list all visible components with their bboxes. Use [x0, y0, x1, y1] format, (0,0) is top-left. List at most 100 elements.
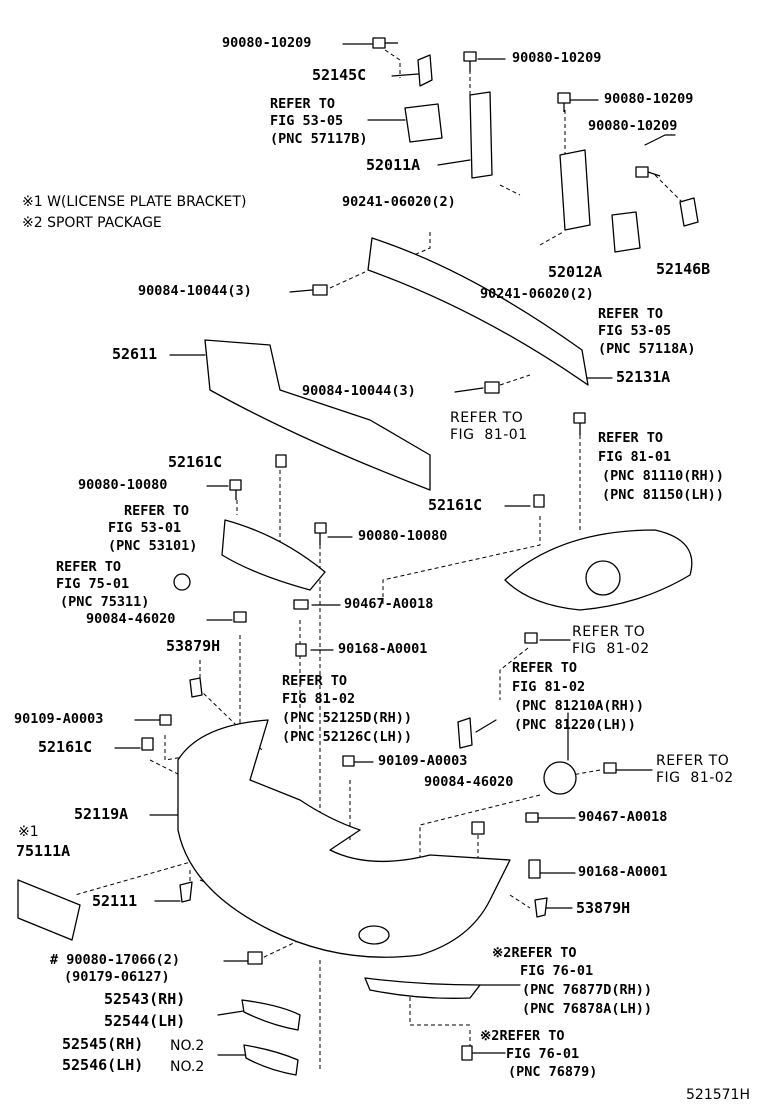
dashed-line: [509, 894, 531, 909]
part-number: 90084-10044(3): [302, 383, 416, 399]
grille: [221, 519, 326, 591]
refer-text: FIG 76-01: [506, 1046, 580, 1062]
bolt-part: [461, 1045, 473, 1061]
refer-text: (PNC 76879): [508, 1064, 598, 1080]
part-number: 52545(RH): [62, 1035, 144, 1053]
bolt-part: [463, 51, 477, 72]
refer-text: (PNC 57118A): [598, 341, 696, 357]
refer-text: (PNC 76878A(LH)): [522, 1001, 653, 1017]
part-number: 90241-06020(2): [342, 194, 456, 210]
part-number: 52146B: [656, 260, 711, 278]
leader-line: [454, 387, 484, 393]
part-number: 90080-10080: [78, 477, 168, 493]
bolt-part: [528, 859, 541, 879]
dashed-line: [382, 516, 541, 605]
marker-1: ※1: [18, 824, 39, 840]
clip-part: [457, 717, 473, 749]
part-number: 75111A: [16, 842, 71, 860]
refer-text: (PNC 76877D(RH)): [522, 982, 653, 998]
bolt-part: [471, 821, 485, 835]
clip-part: [179, 881, 193, 903]
part-number: 52543(RH): [104, 990, 186, 1008]
refer-text: FIG 81-02: [512, 679, 586, 695]
leader-line: [644, 134, 676, 146]
part-number: 90084-10044(3): [138, 283, 252, 299]
part-number: 90467-A0018: [578, 809, 668, 825]
refer-text: (PNC 52125D(RH)): [282, 710, 413, 726]
bolt-part: [342, 755, 355, 767]
part-number: 52546(LH): [62, 1056, 144, 1074]
bolt-part: [293, 599, 309, 610]
part-number: 90168-A0001: [338, 641, 428, 657]
refer-text: (PNC 52126C(LH)): [282, 729, 413, 745]
cover-52543: [241, 999, 301, 1031]
part-number: 52161C: [38, 738, 93, 756]
bolt-part: [524, 632, 538, 644]
dashed-line: [499, 184, 521, 196]
bracket-52012a: [559, 149, 591, 231]
dashed-line: [499, 374, 531, 386]
bolt-part: [275, 454, 287, 468]
part-number: 90109-A0003: [14, 711, 104, 727]
dashed-line: [149, 759, 181, 776]
refer-text: REFER TO: [656, 753, 730, 769]
refer-text: REFER TO: [270, 96, 336, 112]
dashed-line: [384, 49, 401, 78]
leader-line: [391, 73, 419, 77]
leader-line: [475, 719, 497, 733]
refer-text: ※2REFER TO: [480, 1028, 565, 1044]
part-number: 53879H: [166, 637, 221, 655]
refer-text: FIG 81-02: [572, 641, 650, 657]
refer-text: (PNC 81150(LH)): [602, 487, 724, 503]
clip-part: [189, 677, 203, 698]
part-number: 52111: [92, 892, 138, 910]
dashed-line: [571, 769, 601, 776]
bolt-part: [314, 522, 327, 545]
bumper-reinforcement: [367, 237, 589, 386]
lower-spoiler: [364, 977, 481, 999]
bolt-part: [603, 762, 617, 774]
emblem: [173, 573, 191, 591]
refer-text: REFER TO: [572, 624, 646, 640]
dashed-line: [654, 174, 686, 206]
part-number: (90179-06127): [64, 969, 170, 985]
part-number: 90467-A0018: [344, 596, 434, 612]
part-number: 90080-10209: [512, 50, 602, 66]
part-note: NO.2: [170, 1038, 205, 1054]
refer-text: REFER TO: [282, 673, 348, 689]
part-number: 52611: [112, 345, 158, 363]
bolt-part: [229, 479, 242, 500]
refer-text: FIG 81-02: [656, 770, 734, 786]
refer-text: FIG 75-01: [56, 576, 130, 592]
bracket-57117b: [404, 103, 443, 143]
part-number: 52161C: [168, 453, 223, 471]
refer-text: REFER TO: [598, 306, 664, 322]
bolt-part: [533, 494, 545, 508]
fog-lamp: [543, 761, 577, 795]
refer-text: FIG 76-01: [520, 963, 594, 979]
note-1: ※1 W(LICENSE PLATE BRACKET): [22, 194, 247, 210]
part-number: 90084-46020: [86, 611, 176, 627]
part-number: 90241-06020(2): [480, 286, 594, 302]
dashed-line: [329, 271, 366, 289]
dashed-line: [499, 647, 529, 700]
refer-text: (PNC 75311): [60, 594, 150, 610]
figure-code: 521571H: [686, 1087, 750, 1103]
refer-text: FIG 81-02: [282, 691, 356, 707]
bolt-part: [233, 611, 247, 623]
bolt-part: [159, 714, 172, 726]
refer-text: FIG 81-01: [598, 449, 672, 465]
part-number: 90080-10080: [358, 528, 448, 544]
bracket-52011a: [469, 91, 493, 179]
note-2: ※2 SPORT PACKAGE: [22, 215, 162, 231]
license-plate-bracket: [17, 879, 81, 941]
refer-text: FIG 53-01: [108, 520, 182, 536]
dashed-line: [539, 231, 564, 246]
cover-52545: [243, 1044, 299, 1076]
refer-text: REFER TO: [512, 660, 578, 676]
bumper-cover: [177, 719, 511, 958]
refer-text: FIG 53-05: [270, 113, 344, 129]
dashed-line: [409, 990, 470, 1026]
